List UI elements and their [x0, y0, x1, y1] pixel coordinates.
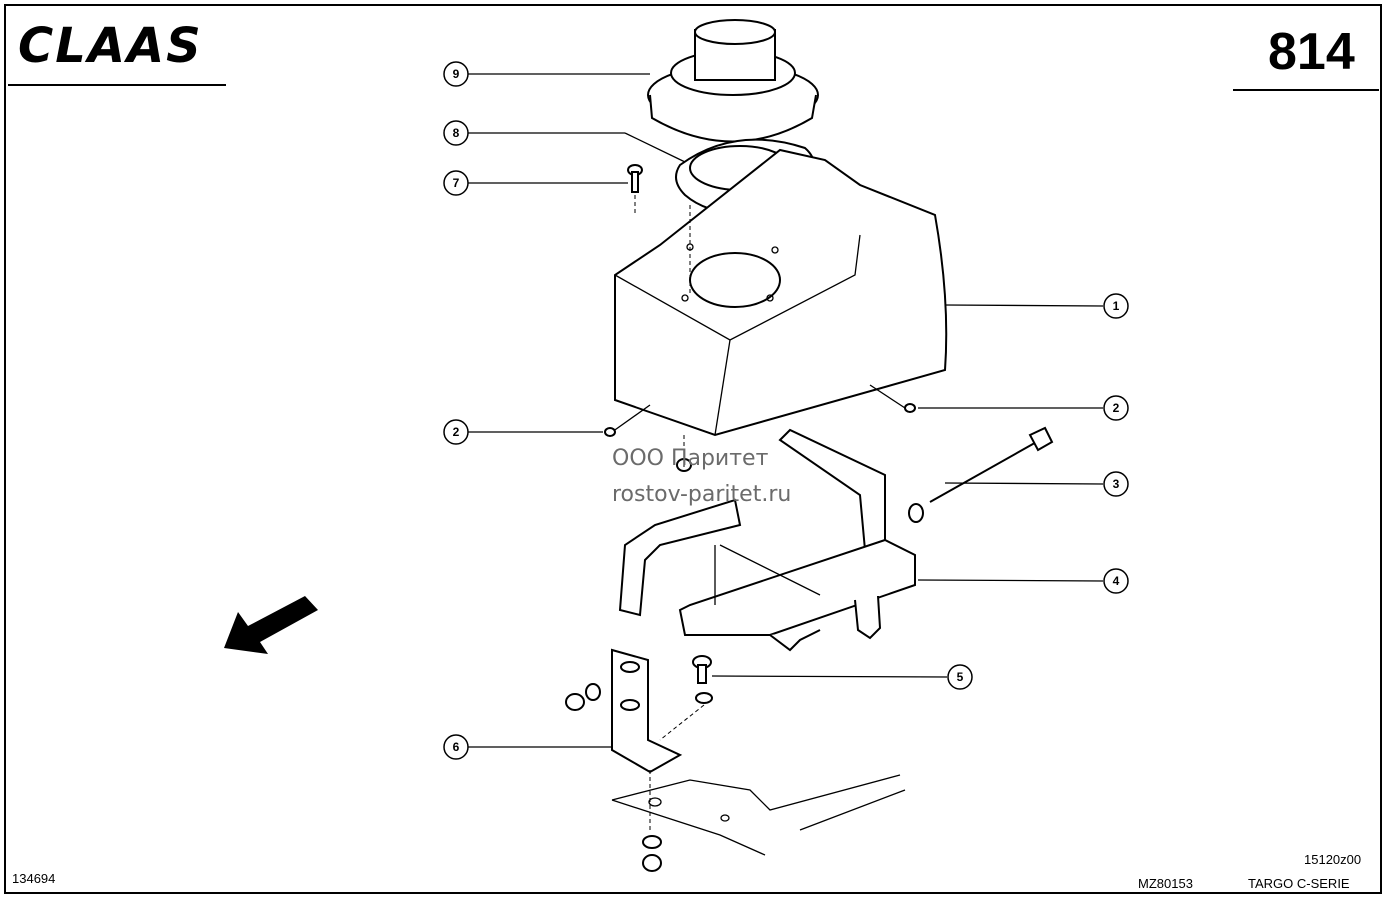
- callout-8: 8: [443, 120, 469, 146]
- part-7-screw: [627, 164, 643, 215]
- svg-text:4: 4: [1113, 574, 1120, 588]
- callout-6: 6: [443, 734, 469, 760]
- part-5-bolt: [659, 655, 713, 741]
- watermark-company: ООО Паритет: [612, 446, 769, 471]
- svg-text:8: 8: [453, 126, 460, 140]
- callout-4: 4: [1103, 568, 1129, 594]
- callout-1: 1: [1103, 293, 1129, 319]
- part-1-housing: [614, 148, 948, 437]
- page-border: [4, 4, 1382, 894]
- svg-text:2: 2: [453, 425, 460, 439]
- part-4-support-bracket: [618, 428, 916, 652]
- part-2-screw-right: [869, 384, 916, 413]
- svg-text:5: 5: [957, 670, 964, 684]
- part-3-bolt: [908, 426, 1054, 523]
- svg-text:3: 3: [1113, 477, 1120, 491]
- footer-series: TARGO C-SERIE: [1248, 876, 1350, 891]
- leader-lines: [468, 73, 1104, 748]
- callout-3: 3: [1103, 471, 1129, 497]
- svg-text:9: 9: [453, 67, 460, 81]
- svg-text:1: 1: [1113, 299, 1120, 313]
- callout-2-right: 2: [1103, 395, 1129, 421]
- page-number: 814: [1268, 23, 1355, 81]
- footer-left-code: 134694: [12, 871, 56, 886]
- callout-2-left: 2: [443, 419, 469, 445]
- svg-text:6: 6: [453, 740, 460, 754]
- watermark: ООО Паритет rostov-paritet.ru: [612, 441, 791, 513]
- part-2-screw-left: [604, 404, 651, 437]
- footer-ref-code: 15120z00: [1304, 852, 1362, 867]
- logo-rule: [8, 84, 226, 86]
- direction-arrow-icon: [224, 596, 318, 654]
- page-number-rule: [1233, 89, 1379, 91]
- footer-drawing-number: MZ80153: [1138, 876, 1193, 891]
- nut-under-housing: [676, 435, 692, 472]
- bottom-nut-washer: [642, 835, 662, 872]
- claas-logo: CLAAS: [18, 18, 203, 74]
- svg-text:7: 7: [453, 176, 460, 190]
- svg-text:2: 2: [1113, 401, 1120, 415]
- callout-5: 5: [947, 664, 973, 690]
- chassis-plate: [611, 774, 906, 856]
- callout-7: 7: [443, 170, 469, 196]
- watermark-url: rostov-paritet.ru: [612, 482, 792, 507]
- callout-9: 9: [443, 61, 469, 87]
- part-6-mounting-plate: [565, 648, 683, 830]
- part-9-boot: [647, 19, 819, 143]
